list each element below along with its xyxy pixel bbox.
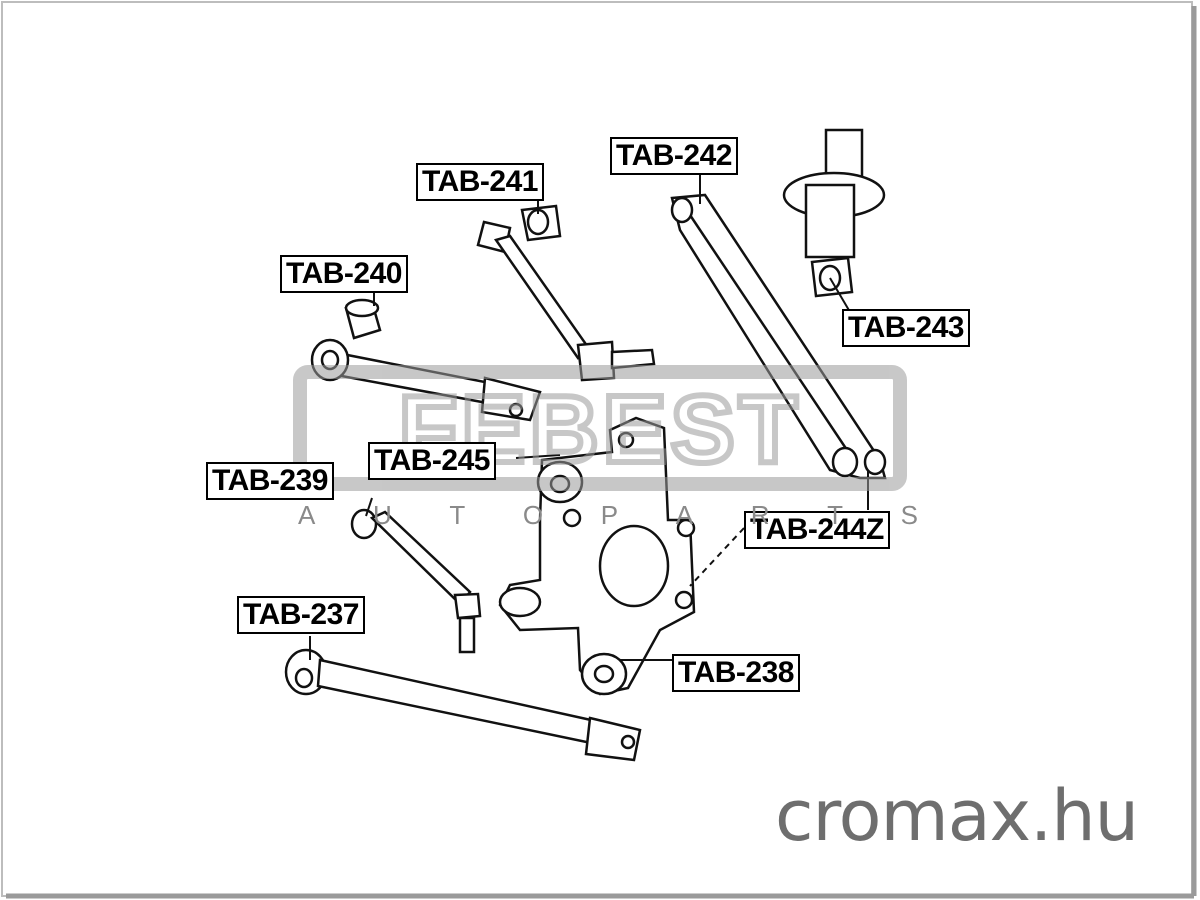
label-tab-243: TAB-243 (842, 309, 970, 347)
label-tab-239: TAB-239 (206, 462, 334, 500)
watermark-tagline-letter: A (675, 500, 694, 530)
watermark-tagline-letter: P (600, 500, 619, 530)
label-tab-244z: TAB-244Z (744, 511, 890, 549)
watermark-tagline-letter: A (298, 500, 316, 530)
arm-237 (284, 648, 642, 762)
watermark-tagline-letter: U (372, 500, 392, 530)
shock-absorber-243 (782, 128, 886, 298)
bushing-240 (344, 298, 382, 340)
label-tab-242: TAB-242 (610, 137, 738, 175)
leader-lines (309, 172, 869, 661)
watermark-tagline-letter: R (750, 500, 770, 530)
label-tab-237: TAB-237 (237, 596, 365, 634)
arm-241 (476, 220, 656, 382)
bushing-241 (520, 204, 562, 242)
label-tab-240: TAB-240 (280, 255, 408, 293)
watermark-tagline-letter: O (522, 500, 544, 530)
label-tab-241: TAB-241 (416, 163, 544, 201)
label-tab-238: TAB-238 (672, 654, 800, 692)
arm-239 (350, 508, 482, 654)
watermark-tagline-letter: T (827, 500, 843, 530)
label-tab-245: TAB-245 (368, 442, 496, 480)
watermark-tagline-letter: S (900, 500, 918, 530)
site-credit: cromax.hu (774, 775, 1139, 857)
watermark-tagline-letter: T (449, 500, 466, 530)
